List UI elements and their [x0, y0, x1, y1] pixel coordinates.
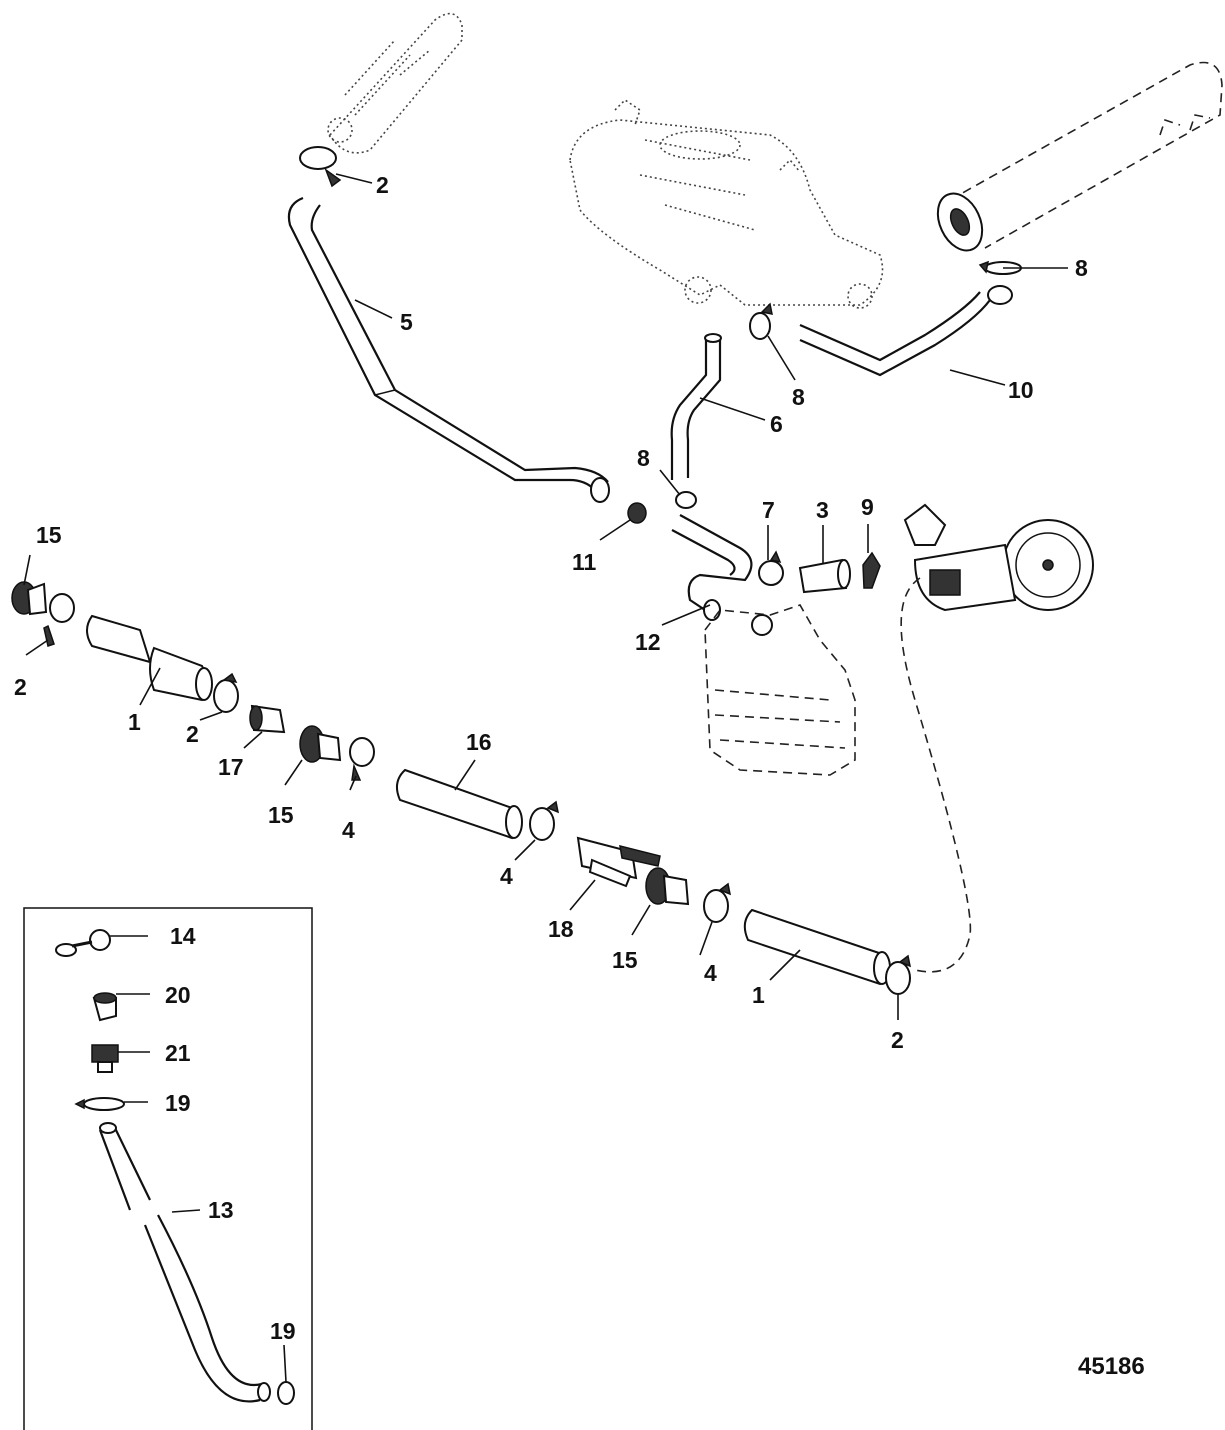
- callout-13: 13: [208, 1197, 234, 1223]
- adapter-17: [249, 704, 286, 734]
- callout-14: 14: [170, 923, 196, 949]
- callout-2: 2: [376, 172, 389, 198]
- callout-16: 16: [466, 729, 492, 755]
- sleeve-3: [798, 558, 851, 594]
- callout-4: 4: [704, 960, 717, 986]
- hose-10: [799, 285, 1013, 377]
- callout-20: 20: [165, 982, 191, 1008]
- callout-15: 15: [268, 802, 294, 828]
- cap-14: [55, 929, 111, 957]
- callout-15: 15: [612, 947, 638, 973]
- callout-11: 11: [572, 549, 597, 575]
- callout-6: 6: [770, 411, 783, 437]
- clamp-19-b: [277, 1381, 295, 1405]
- clamp-2-mid: [213, 672, 239, 713]
- callout-18: 18: [548, 916, 574, 942]
- clamp-11: [627, 502, 647, 524]
- fitting-20: [92, 992, 117, 1022]
- hose-1-right: [743, 908, 891, 986]
- clamp-4-c: [703, 882, 732, 923]
- callout-19: 19: [165, 1090, 191, 1116]
- pump-dashed-hose: [900, 577, 972, 973]
- callout-12: 12: [635, 629, 661, 655]
- clamp-2-top: [299, 146, 342, 188]
- callout-10: 10: [1008, 377, 1034, 403]
- water-pump: [903, 503, 1094, 612]
- hose-16: [395, 768, 523, 840]
- callout-2: 2: [891, 1027, 904, 1053]
- elbow-12: [671, 514, 753, 621]
- clamp-8-low: [675, 491, 697, 509]
- clamp-4-a: [349, 737, 375, 781]
- callout-1: 1: [752, 982, 765, 1008]
- callout-2: 2: [186, 721, 199, 747]
- hose-6: [670, 333, 722, 480]
- callout-2: 2: [14, 674, 27, 700]
- engine-block: [704, 604, 856, 776]
- callout-8: 8: [637, 445, 650, 471]
- figure-number: 45186: [1078, 1353, 1145, 1380]
- callout-19: 19: [270, 1318, 296, 1344]
- callout-9: 9: [861, 494, 874, 520]
- inset-frame: [23, 907, 313, 1430]
- callout-15: 15: [36, 522, 62, 548]
- callout-4: 4: [500, 863, 513, 889]
- fitting-15-left: [11, 581, 48, 616]
- hose-1-left: [86, 614, 213, 702]
- fitting-15-right: [645, 867, 690, 906]
- clamp-7: [758, 550, 784, 586]
- fitting-9: [862, 551, 881, 589]
- clamp-2-left: [43, 593, 75, 647]
- callout-21: 21: [165, 1040, 191, 1066]
- clamp-19-a: [74, 1097, 125, 1111]
- callout-17: 17: [218, 754, 244, 780]
- cooler-top-left: [327, 12, 463, 154]
- tee-18: [576, 836, 661, 888]
- fitting-15-mid: [299, 725, 342, 763]
- callout-4: 4: [342, 817, 355, 843]
- clamp-4-b: [529, 800, 560, 841]
- cooler-top-right: [936, 61, 1223, 252]
- hose-5: [287, 196, 610, 503]
- callout-8: 8: [1075, 255, 1088, 281]
- hose-13: [98, 1122, 271, 1403]
- callout-labels: 2 5 8 10 8 6 8 11 7 3 9 12 15 2 1 2 17 1…: [14, 172, 1145, 1380]
- fitting-21: [91, 1044, 119, 1073]
- callout-1: 1: [128, 709, 141, 735]
- leader-lines: [23, 173, 1068, 1383]
- clamp-8-mid: [749, 302, 773, 340]
- callout-5: 5: [400, 309, 413, 335]
- exhaust-manifold: [569, 98, 884, 309]
- callout-3: 3: [816, 497, 829, 523]
- callout-8: 8: [792, 384, 805, 410]
- callout-7: 7: [762, 497, 775, 523]
